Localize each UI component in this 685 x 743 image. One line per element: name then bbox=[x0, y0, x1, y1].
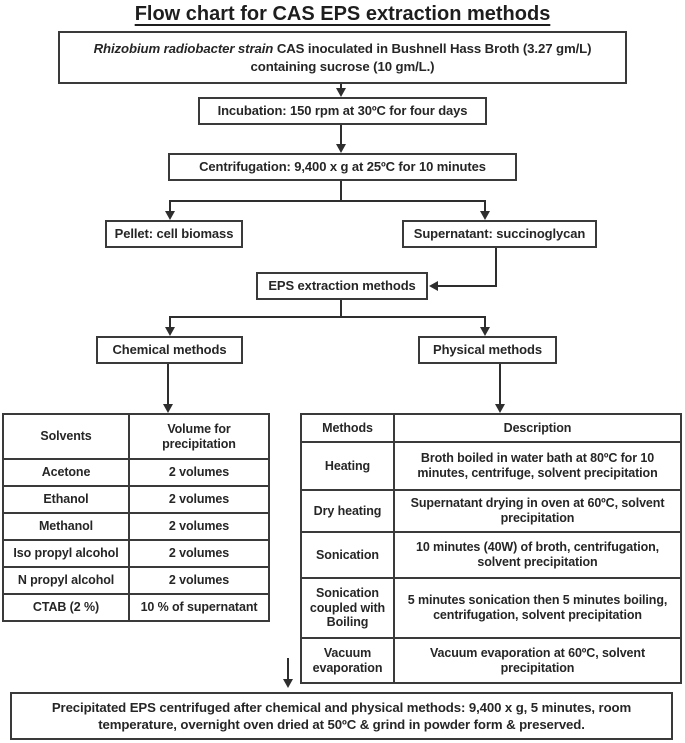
eps-extraction-box: EPS extraction methods bbox=[256, 272, 428, 300]
table-row: Acetone 2 volumes bbox=[2, 458, 270, 487]
table-row: Sonication coupled with Boiling 5 minute… bbox=[300, 577, 682, 639]
arrow-down-icon bbox=[336, 88, 346, 97]
table-header-cell: Methods bbox=[300, 413, 395, 443]
chemical-methods-box: Chemical methods bbox=[96, 336, 243, 364]
table-cell: Ethanol bbox=[2, 485, 130, 514]
inoculation-text: Rhizobium radiobacter strain CAS inocula… bbox=[94, 40, 592, 74]
table-cell: Heating bbox=[300, 441, 395, 491]
solvents-table: Solvents Volume for precipitation Aceton… bbox=[2, 413, 270, 622]
table-cell: Iso propyl alcohol bbox=[2, 539, 130, 568]
arrow-down-icon bbox=[163, 404, 173, 413]
centrifugation-box: Centrifugation: 9,400 x g at 25ºC for 10… bbox=[168, 153, 517, 181]
table-cell: Sonication coupled with Boiling bbox=[300, 577, 395, 639]
table-cell: Supernatant drying in oven at 60ºC, solv… bbox=[393, 489, 682, 533]
incubation-box: Incubation: 150 rpm at 30ºC for four day… bbox=[198, 97, 487, 125]
supernatant-box: Supernatant: succinoglycan bbox=[402, 220, 597, 248]
table-row: Ethanol 2 volumes bbox=[2, 485, 270, 514]
table-cell: 2 volumes bbox=[128, 512, 270, 541]
table-cell: CTAB (2 %) bbox=[2, 593, 130, 622]
table-cell: 2 volumes bbox=[128, 566, 270, 595]
connector-line bbox=[169, 200, 171, 212]
table-row: Methanol 2 volumes bbox=[2, 512, 270, 541]
arrow-down-icon bbox=[495, 404, 505, 413]
table-row: Sonication 10 minutes (40W) of broth, ce… bbox=[300, 531, 682, 579]
connector-line bbox=[340, 300, 342, 318]
table-cell: Vacuum evaporation at 60ºC, solvent prec… bbox=[393, 637, 682, 684]
connector-line bbox=[167, 364, 169, 405]
table-cell: Dry heating bbox=[300, 489, 395, 533]
connector-line bbox=[495, 248, 497, 287]
table-header-cell: Description bbox=[393, 413, 682, 443]
table-cell: Sonication bbox=[300, 531, 395, 579]
table-cell: Methanol bbox=[2, 512, 130, 541]
connector-line bbox=[287, 658, 289, 681]
connector-line bbox=[484, 316, 486, 328]
arrow-down-icon bbox=[165, 327, 175, 336]
connector-line bbox=[340, 84, 342, 90]
table-cell: Acetone bbox=[2, 458, 130, 487]
physical-methods-box: Physical methods bbox=[418, 336, 557, 364]
table-cell: 2 volumes bbox=[128, 458, 270, 487]
table-row: CTAB (2 %) 10 % of supernatant bbox=[2, 593, 270, 622]
connector-line bbox=[169, 316, 486, 318]
table-header-row: Solvents Volume for precipitation bbox=[2, 413, 270, 460]
inoculation-line2: containing sucrose (10 gm/L.) bbox=[250, 58, 435, 74]
table-cell: N propyl alcohol bbox=[2, 566, 130, 595]
methods-table: Methods Description Heating Broth boiled… bbox=[300, 413, 682, 684]
table-row: Heating Broth boiled in water bath at 80… bbox=[300, 441, 682, 491]
inoculation-rest: CAS inoculated in Bushnell Hass Broth (3… bbox=[273, 41, 592, 57]
arrow-down-icon bbox=[165, 211, 175, 220]
arrow-down-icon bbox=[480, 211, 490, 220]
table-row: Vacuum evaporation Vacuum evaporation at… bbox=[300, 637, 682, 684]
strain-name: Rhizobium radiobacter strain bbox=[93, 41, 274, 57]
figure-title: Flow chart for CAS EPS extraction method… bbox=[134, 3, 551, 25]
table-cell: 5 minutes sonication then 5 minutes boil… bbox=[393, 577, 682, 639]
connector-line bbox=[169, 200, 486, 202]
arrow-left-icon bbox=[429, 281, 438, 291]
table-cell: Broth boiled in water bath at 80ºC for 1… bbox=[393, 441, 682, 491]
table-row: Dry heating Supernatant drying in oven a… bbox=[300, 489, 682, 533]
connector-line bbox=[340, 125, 342, 145]
connector-line bbox=[340, 181, 342, 202]
inoculation-box: Rhizobium radiobacter strain CAS inocula… bbox=[58, 31, 627, 84]
table-cell: 2 volumes bbox=[128, 539, 270, 568]
table-header-row: Methods Description bbox=[300, 413, 682, 443]
connector-line bbox=[169, 316, 171, 328]
connector-line bbox=[484, 200, 486, 212]
table-cell: 10 % of supernatant bbox=[128, 593, 270, 622]
table-cell: 2 volumes bbox=[128, 485, 270, 514]
arrow-down-icon bbox=[480, 327, 490, 336]
table-cell: 10 minutes (40W) of broth, centrifugatio… bbox=[393, 531, 682, 579]
connector-line bbox=[499, 364, 501, 405]
table-header-cell: Volume for precipitation bbox=[128, 413, 270, 460]
arrow-down-icon bbox=[283, 679, 293, 688]
table-cell: Vacuum evaporation bbox=[300, 637, 395, 684]
final-result-box: Precipitated EPS centrifuged after chemi… bbox=[10, 692, 673, 740]
pellet-box: Pellet: cell biomass bbox=[105, 220, 243, 248]
connector-line bbox=[438, 285, 497, 287]
table-header-cell: Solvents bbox=[2, 413, 130, 460]
arrow-down-icon bbox=[336, 144, 346, 153]
table-row: Iso propyl alcohol 2 volumes bbox=[2, 539, 270, 568]
table-row: N propyl alcohol 2 volumes bbox=[2, 566, 270, 595]
